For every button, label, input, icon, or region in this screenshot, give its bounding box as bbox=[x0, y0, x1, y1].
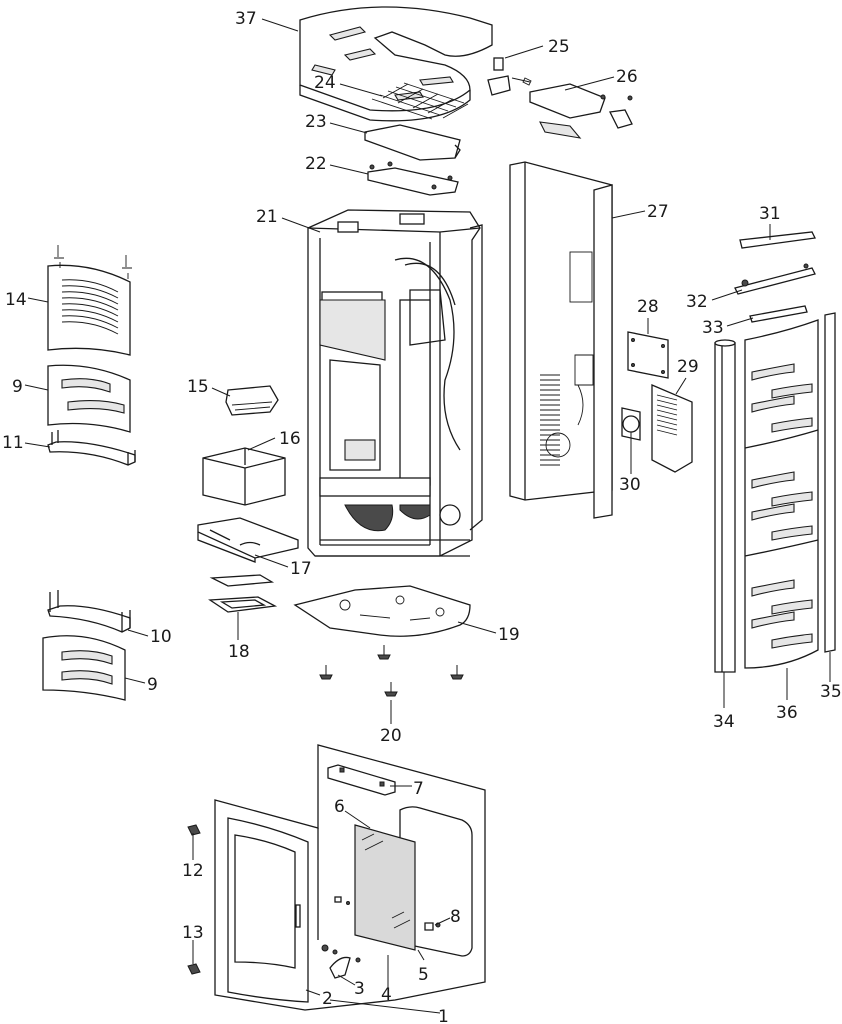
callout-8: 8 bbox=[450, 907, 461, 927]
callout-11: 11 bbox=[2, 433, 24, 453]
callout-14: 14 bbox=[5, 290, 27, 310]
callout-30: 30 bbox=[619, 475, 641, 495]
callout-31: 31 bbox=[759, 204, 781, 224]
callout-7: 7 bbox=[413, 779, 424, 799]
part-10-bracket bbox=[47, 590, 131, 633]
part-35-strip bbox=[824, 312, 836, 653]
callout-23: 23 bbox=[305, 112, 327, 132]
callout-9-upper: 9 bbox=[12, 377, 23, 397]
callout-18: 18 bbox=[228, 642, 250, 662]
part-22-bracket bbox=[367, 161, 459, 196]
callout-33: 33 bbox=[702, 318, 724, 338]
callout-37: 37 bbox=[235, 9, 257, 29]
part-33-bracket bbox=[749, 305, 808, 323]
callout-17: 17 bbox=[290, 559, 312, 579]
part-1-door-assembly bbox=[214, 744, 486, 1011]
callout-35: 35 bbox=[820, 682, 842, 702]
part-37-top-plate bbox=[299, 6, 493, 122]
part-20-feet bbox=[319, 645, 464, 697]
callout-15: 15 bbox=[187, 377, 209, 397]
part-12-hinge bbox=[187, 824, 201, 836]
callout-21: 21 bbox=[256, 207, 278, 227]
part-28-access-plate bbox=[627, 331, 669, 379]
callout-26: 26 bbox=[616, 67, 638, 87]
part-2-door-frame bbox=[227, 817, 309, 1003]
part-21-main-frame bbox=[307, 209, 483, 557]
callout-6: 6 bbox=[334, 797, 345, 817]
part-11-bracket bbox=[47, 430, 136, 466]
callout-10: 10 bbox=[150, 627, 172, 647]
callout-4: 4 bbox=[381, 985, 392, 1005]
part-29-vent-panel bbox=[651, 384, 693, 473]
callout-25: 25 bbox=[548, 37, 570, 57]
part-13-hinge bbox=[187, 963, 201, 975]
callout-24: 24 bbox=[314, 73, 336, 93]
part-9-trim-panel-upper bbox=[47, 364, 131, 433]
part-23-plate bbox=[364, 124, 461, 161]
callout-labels: 1 2 3 4 5 6 7 8 9 9 10 11 12 13 14 15 16… bbox=[2, 9, 842, 1024]
callout-20: 20 bbox=[380, 726, 402, 746]
part-19-base-plate bbox=[293, 585, 471, 637]
part-25-sensor bbox=[487, 57, 532, 96]
part-32-bracket bbox=[734, 263, 816, 295]
callout-5: 5 bbox=[418, 965, 429, 985]
part-26-cover bbox=[529, 83, 633, 139]
part-14-grille-panel bbox=[47, 245, 132, 356]
part-16-housing-box bbox=[202, 447, 286, 506]
part-15-control-board bbox=[225, 385, 279, 416]
callout-9-lower: 9 bbox=[147, 675, 158, 695]
callout-32: 32 bbox=[686, 292, 708, 312]
callout-1: 1 bbox=[438, 1007, 449, 1024]
leader-lines bbox=[24, 18, 831, 1014]
callout-13: 13 bbox=[182, 923, 204, 943]
part-18-gasket-frame bbox=[208, 574, 278, 613]
part-31-bracket bbox=[739, 231, 816, 249]
callout-34: 34 bbox=[713, 712, 735, 732]
part-3-handle-latch bbox=[321, 896, 361, 979]
callout-12: 12 bbox=[182, 861, 204, 881]
part-6-glass bbox=[354, 824, 416, 951]
part-9-trim-panel-lower bbox=[42, 635, 126, 701]
part-30-flange bbox=[621, 407, 641, 441]
part-7-deflector bbox=[327, 764, 396, 796]
part-36-side-cladding bbox=[744, 319, 819, 669]
part-34-side-column bbox=[714, 339, 736, 673]
callout-22: 22 bbox=[305, 154, 327, 174]
part-24-grid bbox=[371, 82, 469, 120]
callout-29: 29 bbox=[677, 357, 699, 377]
part-27-side-panel bbox=[509, 161, 613, 519]
callout-19: 19 bbox=[498, 625, 520, 645]
callout-36: 36 bbox=[776, 703, 798, 723]
part-17-tray bbox=[197, 517, 299, 563]
callout-27: 27 bbox=[647, 202, 669, 222]
callout-2: 2 bbox=[322, 989, 333, 1009]
callout-28: 28 bbox=[637, 297, 659, 317]
callout-16: 16 bbox=[279, 429, 301, 449]
callout-3: 3 bbox=[354, 979, 365, 999]
